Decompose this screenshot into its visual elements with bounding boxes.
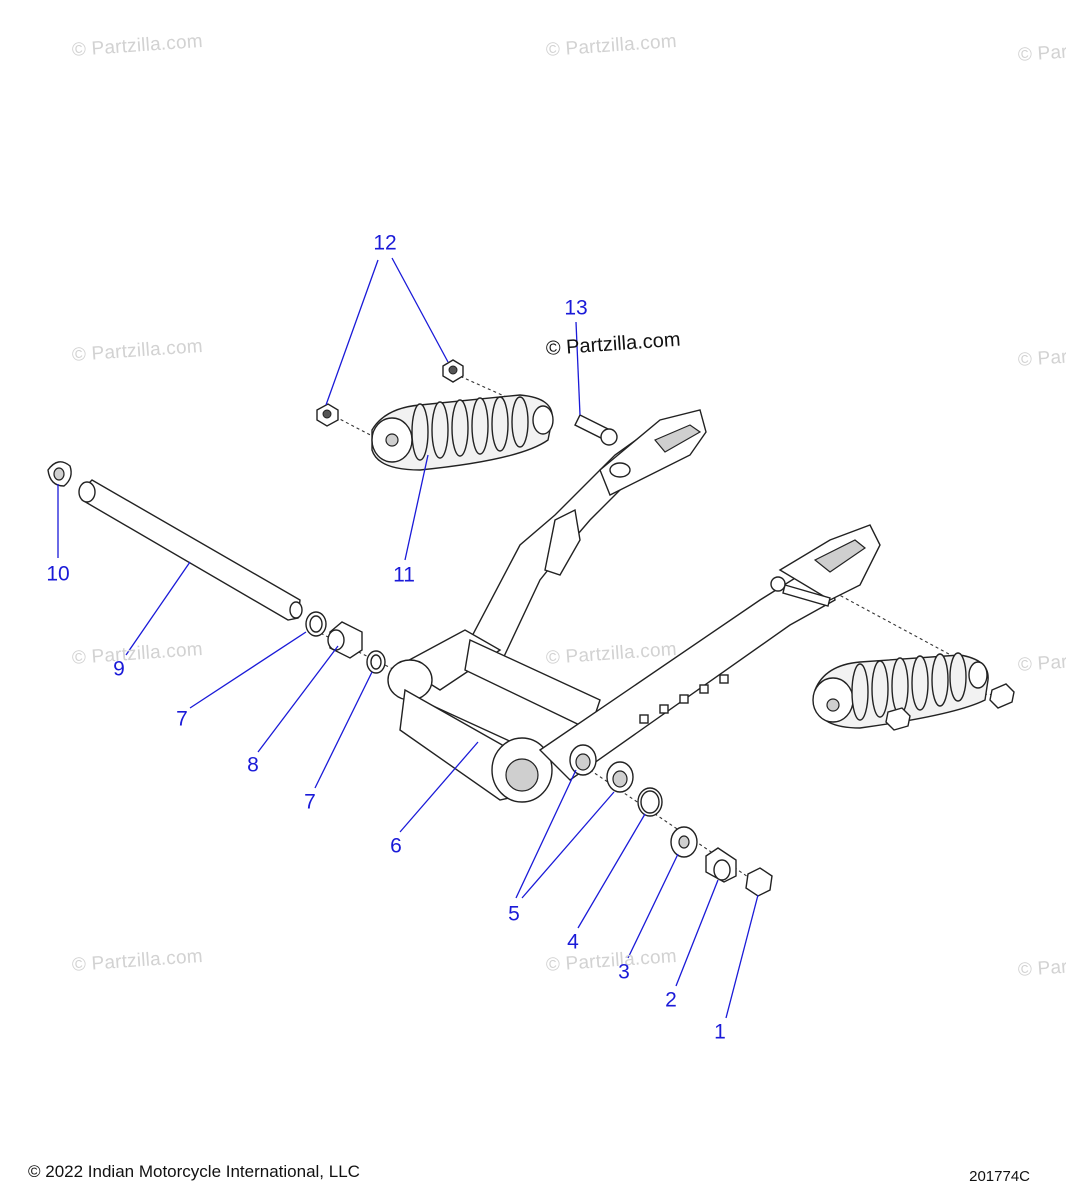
shock-absorber-upper	[371, 394, 554, 471]
bearing-stack	[569, 744, 773, 897]
callout-7-lower: 7	[304, 790, 316, 814]
callout-9: 9	[113, 657, 125, 681]
callout-12: 12	[373, 231, 397, 255]
callout-13: 13	[564, 296, 588, 320]
leader-lines	[57, 257, 759, 1019]
callout-11: 11	[393, 563, 415, 587]
swing-arm	[387, 409, 881, 803]
callout-1: 1	[714, 1020, 726, 1044]
callout-3: 3	[618, 960, 630, 984]
callout-2: 2	[665, 988, 677, 1012]
flange-nuts	[316, 359, 464, 427]
shock-absorber-lower	[812, 652, 1015, 731]
callout-4: 4	[567, 930, 579, 954]
shaft-washers-bushing	[305, 611, 386, 674]
callout-10: 10	[46, 562, 70, 586]
diagram-code: 201774C	[969, 1168, 1030, 1185]
callout-5: 5	[508, 902, 520, 926]
callout-6: 6	[390, 834, 402, 858]
callout-7-upper: 7	[176, 707, 188, 731]
copyright-text: © 2022 Indian Motorcycle International, …	[28, 1162, 360, 1181]
pivot-shaft	[47, 461, 303, 621]
callout-8: 8	[247, 753, 259, 777]
